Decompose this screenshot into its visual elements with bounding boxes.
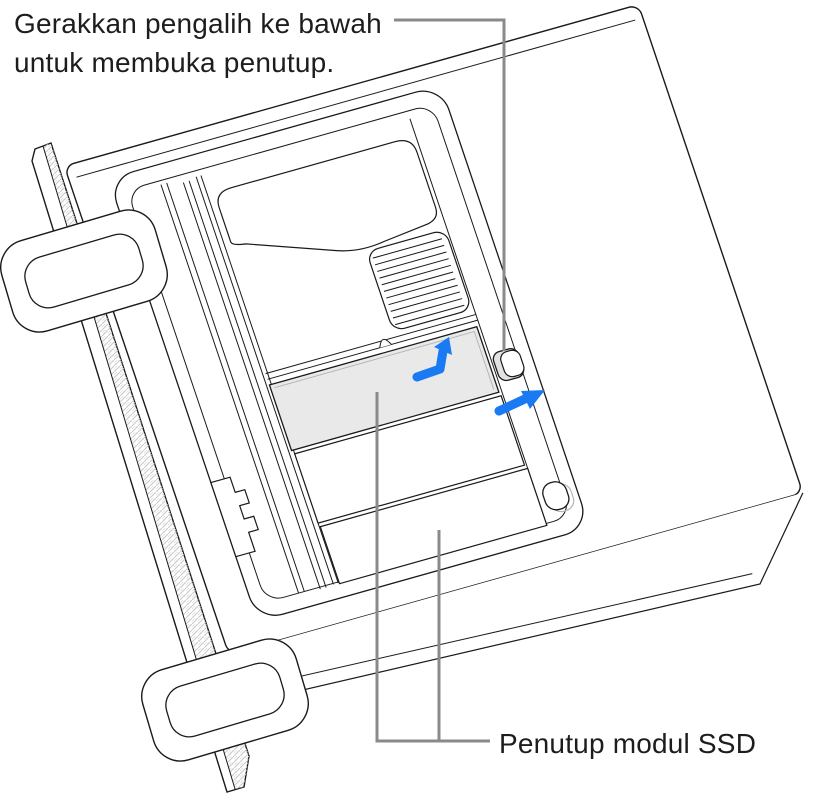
callout-line-switch bbox=[394, 18, 506, 351]
callout-label-top-line1: Gerakkan pengalih ke bawah bbox=[14, 8, 382, 39]
case-top-inner-line bbox=[76, 19, 636, 178]
callout-label-top: Gerakkan pengalih ke bawah untuk membuka… bbox=[14, 4, 382, 82]
handle-top bbox=[0, 209, 168, 333]
cover-tab-notch bbox=[379, 338, 392, 348]
lock-switch bbox=[492, 348, 525, 382]
callout-label-bottom: Penutup modul SSD bbox=[499, 728, 757, 759]
case-bottom-inner-line bbox=[252, 573, 753, 688]
vent-grille bbox=[369, 231, 470, 330]
funnel-panel bbox=[217, 140, 438, 252]
callout-line-covers bbox=[375, 392, 490, 743]
frame-rails bbox=[160, 118, 547, 594]
ssd-cover-white-1 bbox=[293, 395, 526, 524]
ssd-cover-gray-highlight bbox=[274, 330, 495, 390]
latch-pill bbox=[542, 481, 575, 513]
mac-pro-body bbox=[66, 6, 804, 702]
callout-label-top-line2: untuk membuka penutup. bbox=[14, 47, 335, 78]
latch-clip bbox=[210, 476, 260, 558]
bent-arrow-icon bbox=[412, 337, 452, 382]
right-arrow-icon bbox=[494, 390, 545, 416]
vent-grille-slats bbox=[372, 238, 465, 326]
handle-bottom bbox=[141, 638, 309, 762]
cover-shelf-lines bbox=[265, 313, 478, 380]
